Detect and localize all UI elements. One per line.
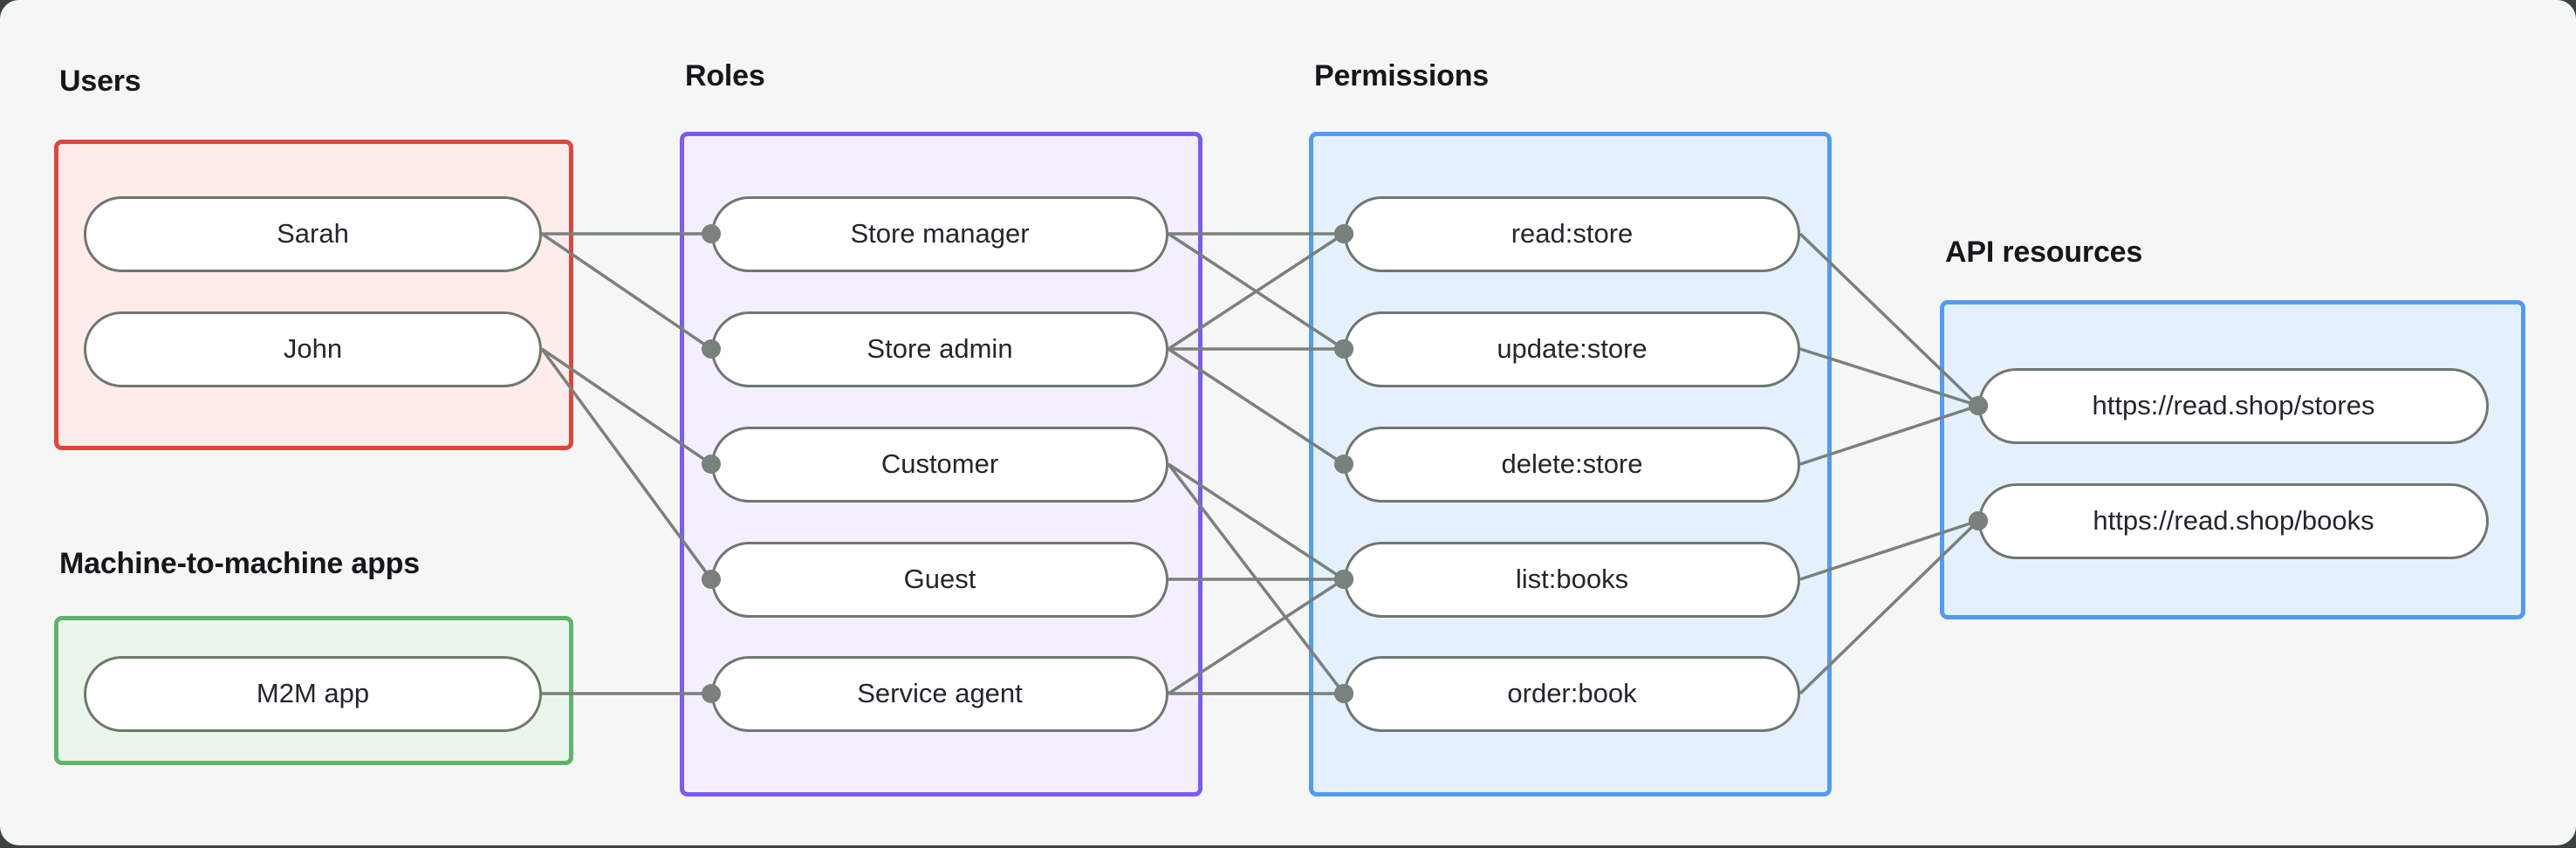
node-label: https://read.shop/books — [2093, 505, 2374, 536]
node-order-book: order:book — [1344, 655, 1800, 732]
node-john: John — [84, 311, 542, 387]
node-list-books: list:books — [1344, 541, 1800, 618]
node-label: M2M app — [256, 678, 370, 708]
node-m2m-app: M2M app — [84, 655, 542, 732]
node-delete-store: delete:store — [1344, 426, 1800, 503]
node-read-store: read:store — [1344, 195, 1800, 272]
node-customer: Customer — [711, 426, 1168, 503]
node-store-admin: Store admin — [711, 311, 1168, 387]
api-resources-group-box — [1940, 300, 2525, 619]
node-label: read:store — [1511, 218, 1634, 249]
group-label-api-resources: API resources — [1945, 236, 2143, 269]
node-label: Customer — [880, 448, 999, 479]
node-update-store: update:store — [1344, 311, 1800, 387]
node-label: Store manager — [850, 218, 1030, 249]
group-label-m2m-apps: Machine-to-machine apps — [59, 547, 420, 580]
node-label: update:store — [1497, 333, 1648, 364]
node-sarah: Sarah — [84, 195, 542, 272]
node-guest: Guest — [711, 541, 1168, 618]
node-label: Store admin — [867, 333, 1013, 364]
node-label: list:books — [1515, 564, 1629, 594]
node-service-agent: Service agent — [711, 655, 1168, 732]
node-label: delete:store — [1501, 448, 1643, 479]
group-label-roles: Roles — [685, 59, 765, 92]
users-group-box — [54, 140, 573, 450]
node-label: Guest — [903, 564, 976, 594]
node-label: Sarah — [277, 218, 349, 249]
node-store-manager: Store manager — [711, 195, 1168, 272]
node-books: https://read.shop/books — [1978, 482, 2489, 559]
node-label: order:book — [1507, 678, 1637, 708]
node-label: https://read.shop/stores — [2092, 390, 2375, 421]
node-label: John — [283, 333, 343, 364]
group-label-permissions: Permissions — [1314, 59, 1490, 92]
node-stores: https://read.shop/stores — [1978, 367, 2489, 444]
group-label-users: Users — [59, 65, 141, 98]
node-label: Service agent — [857, 678, 1023, 708]
